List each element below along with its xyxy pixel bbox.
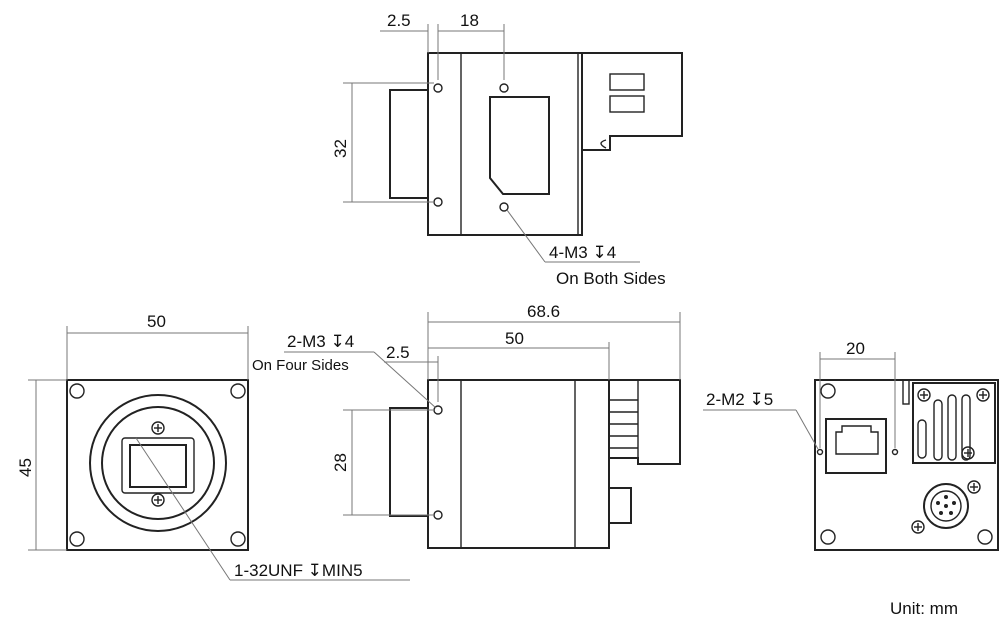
ethernet-icon — [835, 425, 879, 455]
callout-text-four-sides: On Four Sides — [252, 357, 349, 374]
front-corner-hole — [230, 531, 246, 547]
front-corner-hole — [69, 531, 85, 547]
dim-label-50: 50 — [147, 312, 166, 331]
rear-fin — [917, 419, 927, 459]
callout-text-both-sides: On Both Sides — [556, 269, 666, 288]
top-hole — [499, 202, 509, 212]
unit-label: Unit: mm — [890, 599, 958, 618]
top-hole — [433, 83, 443, 93]
dim-label-50: 50 — [505, 329, 524, 348]
screw-icon — [151, 493, 165, 507]
screw-icon — [967, 480, 981, 494]
rear-corner-hole — [820, 383, 836, 399]
rear-corner-hole — [977, 529, 993, 545]
side-body-outline — [427, 379, 610, 549]
top-connector-slot-2 — [609, 95, 645, 113]
callout-leader — [506, 209, 546, 263]
rear-corner-hole — [820, 529, 836, 545]
screw-icon — [961, 446, 975, 460]
side-io-connector — [608, 487, 632, 524]
dim-label-2.5: 2.5 — [387, 11, 411, 30]
callout-leader — [795, 409, 819, 450]
callout-text-4-m3: 4-M3 ↧4 — [549, 243, 616, 262]
screw-icon — [151, 421, 165, 435]
side-view: 68.6 50 2.5 28 2-M3 ↧4 On Four Sides — [252, 302, 681, 549]
rear-fin — [961, 394, 971, 461]
callout-leader — [373, 351, 437, 409]
callout-text-2-m3: 2-M3 ↧4 — [287, 332, 354, 351]
rear-m2-hole — [891, 448, 899, 456]
screw-icon — [976, 388, 990, 402]
front-body-outline — [66, 379, 249, 551]
dim-label-2.5: 2.5 — [386, 343, 410, 362]
front-mount-ring-outer — [89, 394, 227, 532]
dim-label-28: 28 — [331, 453, 350, 472]
front-mount-ring-inner — [101, 406, 215, 520]
screw-icon — [917, 388, 931, 402]
top-lens-mount — [389, 89, 429, 199]
callout-text-2-m2: 2-M2 ↧5 — [706, 390, 773, 409]
top-body-outline — [427, 52, 583, 236]
side-lens-mount — [389, 407, 429, 517]
rear-fin — [947, 394, 957, 461]
callout-text-1-32unf: 1-32UNF ↧MIN5 — [234, 561, 363, 580]
side-hole — [433, 510, 443, 520]
rear-m2-hole — [816, 448, 824, 456]
rear-ethernet-port — [825, 418, 887, 474]
side-rear-housing — [609, 379, 681, 465]
front-corner-hole — [230, 383, 246, 399]
rear-io-connector — [923, 483, 969, 529]
dim-label-18: 18 — [460, 11, 479, 30]
top-view: 2.5 18 32 4-M3 ↧4 On Both Sides — [331, 11, 683, 288]
dim-label-32: 32 — [331, 139, 350, 158]
dim-label-68.6: 68.6 — [527, 302, 560, 321]
rear-tab — [902, 379, 910, 405]
screw-icon — [911, 520, 925, 534]
top-hole — [499, 83, 509, 93]
top-connector-slot-1 — [609, 73, 645, 91]
rear-fin — [933, 399, 943, 461]
dim-label-20: 20 — [846, 339, 865, 358]
rear-fin-block — [912, 382, 996, 464]
top-label-recess — [489, 96, 550, 195]
front-view: 50 45 1-32UNF ↧MIN5 — [16, 312, 410, 581]
callout-leader — [135, 437, 231, 581]
rear-view: 20 2-M2 ↧5 — [703, 339, 999, 551]
front-sensor — [129, 444, 187, 488]
front-sensor-window — [121, 437, 195, 494]
top-connector-tab — [600, 139, 607, 149]
dim-label-45: 45 — [16, 458, 35, 477]
front-corner-hole — [69, 383, 85, 399]
top-rear-housing — [582, 52, 683, 151]
top-hole — [433, 197, 443, 207]
